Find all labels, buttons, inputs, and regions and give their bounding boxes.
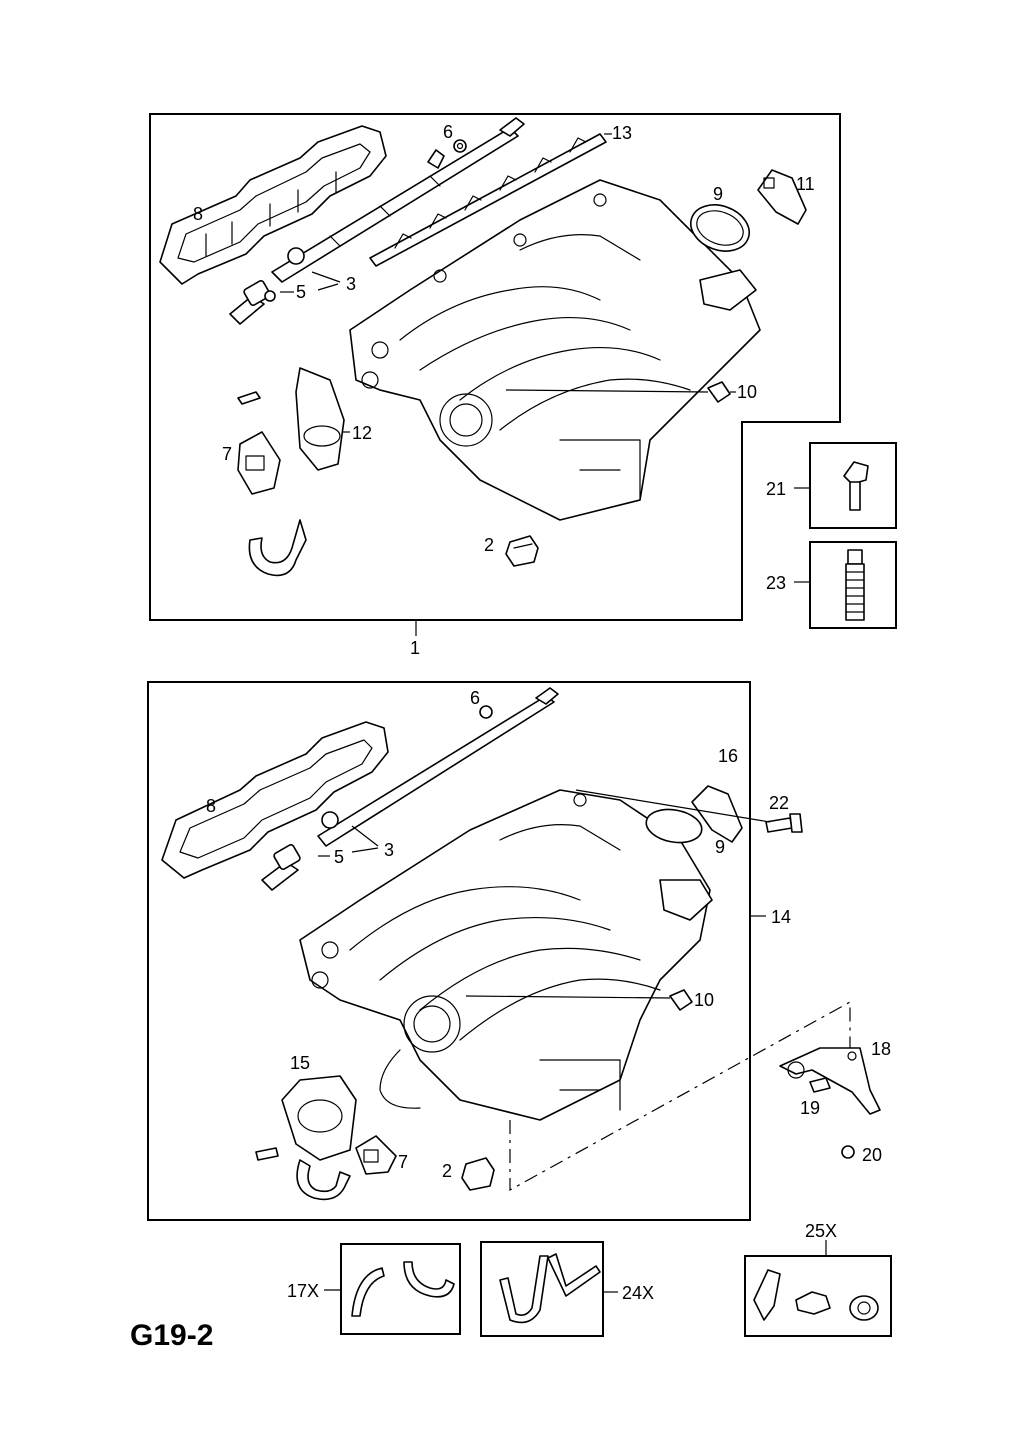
top-assembly-frame	[149, 113, 841, 621]
intake-manifold-top	[349, 179, 761, 521]
gasket-bottom	[161, 721, 389, 879]
hose-kit-24x	[499, 1253, 601, 1324]
callout-17x: 17X	[287, 1281, 319, 1301]
harness-strip-top	[369, 133, 607, 267]
fitting-kit-25x	[753, 1269, 879, 1321]
diagram-code: G19-2	[130, 1319, 213, 1352]
callout-23: 23	[766, 573, 786, 593]
callout-3-bottom: 3	[384, 840, 394, 860]
callouts-top: 1 2 3 5 6 7 8 9 10 11 12 13 21 23	[193, 122, 815, 658]
bolt-21	[843, 461, 869, 511]
kit-box-25x	[744, 1255, 892, 1337]
callout-22: 22	[769, 793, 789, 813]
kit-box-24x	[480, 1241, 604, 1337]
callout-7-bottom: 7	[398, 1152, 408, 1172]
injector-bottom	[261, 844, 301, 891]
box-part-21	[809, 442, 897, 529]
sensor-bottom	[691, 785, 743, 843]
callout-14: 14	[771, 907, 791, 927]
kit-box-17x	[340, 1243, 461, 1335]
callout-8-bottom: 8	[206, 796, 216, 816]
callout-6-top: 6	[443, 122, 453, 142]
clip-top	[707, 381, 731, 403]
bolt-22	[765, 813, 803, 833]
nut-20	[841, 1145, 855, 1159]
assembly-dash-line	[509, 1000, 851, 1192]
callout-7-top: 7	[222, 444, 232, 464]
bolt-19	[809, 1077, 831, 1093]
injector-top	[229, 280, 276, 325]
callout-1: 1	[410, 638, 420, 658]
actuator-15	[255, 1075, 357, 1161]
stud-23	[845, 549, 865, 621]
seal-ring-bottom	[645, 808, 703, 844]
gasket-top	[159, 125, 387, 285]
callout-2-top: 2	[484, 535, 494, 555]
box-part-23	[809, 541, 897, 629]
callout-6-bottom: 6	[470, 688, 480, 708]
sensor-top	[757, 169, 807, 225]
callout-16: 16	[718, 746, 738, 766]
leader-lines	[280, 133, 827, 1293]
bush-top	[505, 535, 539, 567]
bush-bottom	[461, 1157, 495, 1191]
hose-kit-17x	[351, 1261, 455, 1317]
clip-bottom	[669, 989, 693, 1011]
fuel-rail-top	[271, 117, 525, 283]
callout-11-top: 11	[796, 174, 815, 194]
callout-24x: 24X	[622, 1283, 654, 1303]
callout-9-bottom: 9	[715, 837, 725, 857]
hose-bottom	[296, 1159, 351, 1201]
solenoid-bottom	[355, 1135, 397, 1175]
callout-2-bottom: 2	[442, 1161, 452, 1181]
callout-5-bottom: 5	[334, 847, 344, 867]
callout-9-top: 9	[713, 184, 723, 204]
callout-5-top: 5	[296, 282, 306, 302]
callout-8-top: 8	[193, 204, 203, 224]
seal-ring-top	[690, 204, 750, 252]
callout-18: 18	[871, 1039, 891, 1059]
hose-top	[248, 519, 307, 577]
fuel-rail-bottom	[317, 687, 559, 847]
callout-20: 20	[862, 1145, 882, 1165]
callout-10-top: 10	[737, 382, 757, 402]
callout-10-bottom: 10	[694, 990, 714, 1010]
valve-top	[237, 367, 345, 471]
callout-15: 15	[290, 1053, 310, 1073]
bracket-18	[779, 1047, 881, 1115]
bottom-assembly-frame	[147, 681, 751, 1221]
callout-12-top: 12	[352, 423, 372, 443]
intake-manifold-bottom	[299, 789, 713, 1121]
callout-13-top: 13	[612, 123, 632, 143]
vacuum-hose-bottom	[379, 1049, 421, 1109]
seal-top	[453, 139, 467, 153]
callouts-kits: 17X 24X 25X	[287, 1221, 837, 1303]
solenoid-top	[237, 431, 281, 495]
callouts-bottom: 2 3 5 6 7 8 9 10 14 15 16 18 19 20 22	[206, 688, 891, 1181]
callout-25x: 25X	[805, 1221, 837, 1241]
callout-21: 21	[766, 479, 786, 499]
seal-bottom	[479, 705, 493, 719]
callout-19: 19	[800, 1098, 820, 1118]
callout-3-top: 3	[346, 274, 356, 294]
